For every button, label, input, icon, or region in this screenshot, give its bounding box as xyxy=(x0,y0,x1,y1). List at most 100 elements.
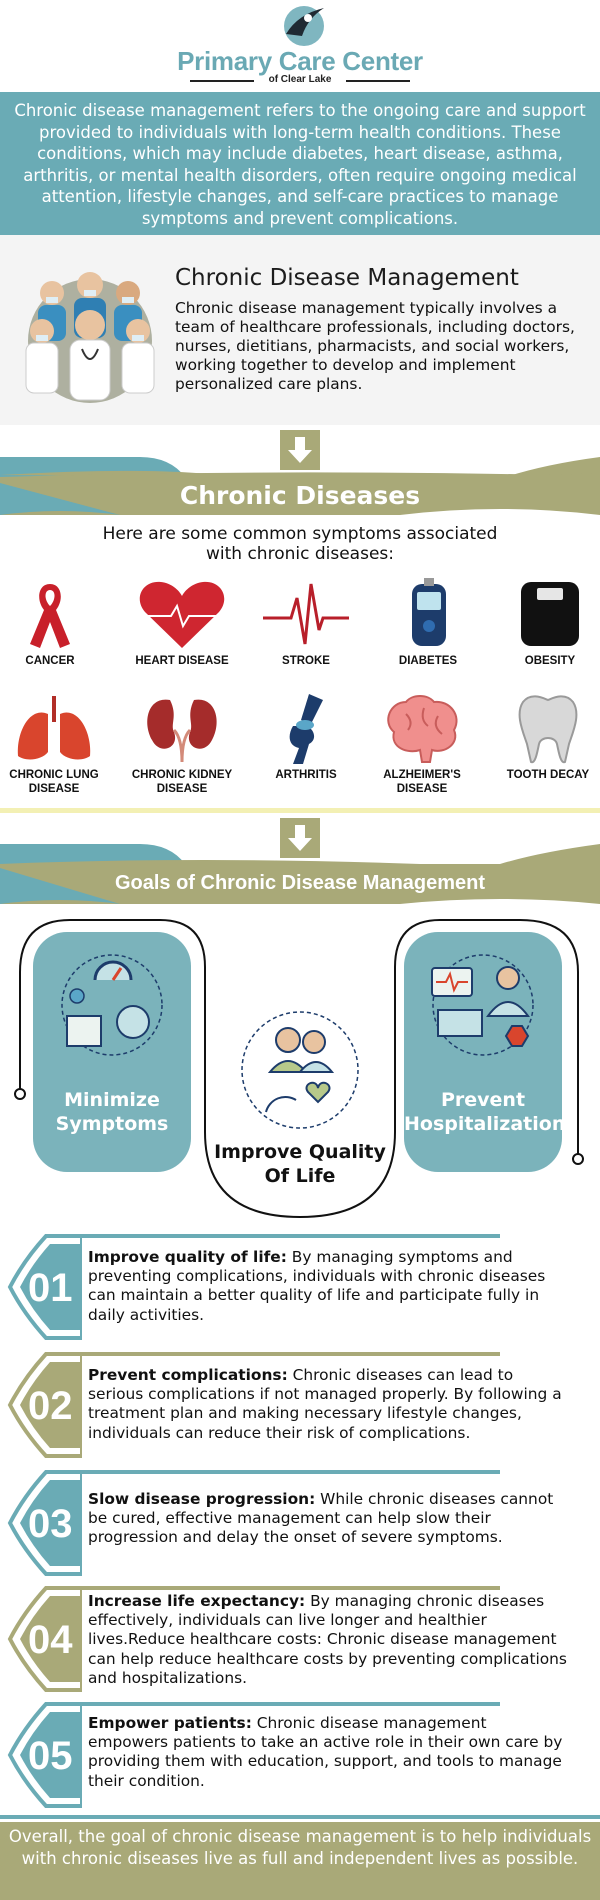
footer-panel: Overall, the goal of chronic disease man… xyxy=(0,1822,600,1900)
disease-lung: CHRONIC LUNG DISEASE xyxy=(0,692,112,796)
disease-arthritis: ARTHRITIS xyxy=(248,692,364,782)
heart-icon xyxy=(139,581,225,648)
medical-team-icon xyxy=(25,272,155,403)
goal-line: Improve Quality xyxy=(214,1141,386,1163)
disease-tooth: TOOTH DECAY xyxy=(490,692,600,782)
hospitalization-icon xyxy=(431,954,534,1056)
logo-icon xyxy=(284,6,324,46)
list-item: 02 Prevent complications: Chronic diseas… xyxy=(0,1350,600,1462)
disease-label: ALZHEIMER'S DISEASE xyxy=(383,769,461,795)
goal-line: Prevent xyxy=(440,1089,526,1111)
disease-stroke: STROKE xyxy=(248,578,364,668)
quality-of-life-icon xyxy=(241,1011,359,1129)
item-body: Chronic disease management empowers pati… xyxy=(88,1714,563,1790)
disease-label: CANCER xyxy=(25,655,75,667)
item-number: 01 xyxy=(28,1266,73,1310)
number-badge xyxy=(7,1470,82,1576)
intro-panel: Chronic disease management refers to the… xyxy=(0,92,600,235)
item-top-line xyxy=(76,1702,500,1706)
footer-text: Overall, the goal of chronic disease man… xyxy=(8,1827,592,1868)
item-title: Prevent complications: xyxy=(88,1366,288,1384)
disease-kidney: CHRONIC KIDNEY DISEASE xyxy=(124,692,240,796)
brain-icon xyxy=(387,695,458,763)
cdm-title: Chronic Disease Management xyxy=(175,265,519,291)
cdm-panel: Chronic Disease Management Chronic disea… xyxy=(0,235,600,425)
kidneys-icon xyxy=(147,699,217,763)
diseases-title: Chronic Diseases xyxy=(179,481,421,510)
tooth-icon xyxy=(518,695,578,764)
item-text: Slow disease progression: While chronic … xyxy=(88,1490,568,1548)
item-top-line xyxy=(76,1234,500,1238)
disease-cancer: CANCER xyxy=(0,578,108,668)
item-body: While chronic diseases cannot be cured, … xyxy=(88,1490,554,1547)
glucometer-icon xyxy=(412,578,446,646)
item-title: Slow disease progression: xyxy=(88,1490,316,1508)
item-body: Chronic diseases can lead to serious com… xyxy=(88,1366,562,1442)
disease-heart: HEART DISEASE xyxy=(124,578,240,668)
number-badge xyxy=(7,1702,82,1808)
ecg-icon xyxy=(263,583,349,645)
diseases-banner xyxy=(0,457,600,515)
item-title: Improve quality of life: xyxy=(88,1248,287,1266)
arrow-down-icon xyxy=(288,825,312,851)
disease-alzheimers: ALZHEIMER'S DISEASE xyxy=(364,692,480,796)
logo-subtitle: of Clear Lake xyxy=(268,74,332,85)
goal-improve-quality xyxy=(230,1000,370,1140)
logo-title: Primary Care Center xyxy=(177,46,423,76)
disease-label: ARTHRITIS xyxy=(275,769,337,781)
item-top-line xyxy=(76,1352,500,1356)
ribbon-icon xyxy=(30,584,70,648)
goal-label-prevent: Prevent Hospitalization xyxy=(404,1088,566,1136)
goal-card-minimize-symptoms: Minimize Symptoms xyxy=(33,932,191,1172)
item-text: Improve quality of life: By managing sym… xyxy=(88,1248,568,1325)
list-item: 01 Improve quality of life: By managing … xyxy=(0,1232,600,1344)
symptoms-intro: Here are some common symptoms associated… xyxy=(0,524,600,564)
disease-label: TOOTH DECAY xyxy=(506,769,590,781)
goal-line: Symptoms xyxy=(55,1113,169,1135)
item-title: Empower patients: xyxy=(88,1714,252,1732)
item-text: Prevent complications: Chronic diseases … xyxy=(88,1366,568,1443)
item-number: 02 xyxy=(28,1384,73,1428)
footer-divider xyxy=(0,1815,600,1819)
item-top-line xyxy=(76,1586,500,1590)
logo-divider-left xyxy=(190,80,254,82)
lungs-icon xyxy=(17,696,91,760)
item-body: By managing symptoms and preventing comp… xyxy=(88,1248,546,1324)
disease-label: STROKE xyxy=(282,655,330,667)
disease-obesity: OBESITY xyxy=(492,578,600,668)
number-badge xyxy=(7,1352,82,1458)
number-badge xyxy=(7,1586,82,1692)
knee-joint-icon xyxy=(289,694,323,764)
intro-text: Chronic disease management refers to the… xyxy=(14,101,586,228)
disease-label: CHRONIC LUNG DISEASE xyxy=(9,769,99,795)
goal-line: Hospitalization xyxy=(404,1113,566,1135)
item-number: 05 xyxy=(28,1734,73,1778)
disease-label: CHRONIC KIDNEY DISEASE xyxy=(131,769,233,795)
logo-divider-right xyxy=(346,80,410,82)
list-item: 03 Slow disease progression: While chron… xyxy=(0,1468,600,1580)
goal-line: Of Life xyxy=(264,1165,336,1187)
down-arrow-1 xyxy=(280,430,320,470)
disease-diabetes: DIABETES xyxy=(370,578,486,668)
symptoms-intro-line-1: Here are some common symptoms associated xyxy=(102,524,498,544)
scale-icon xyxy=(521,582,579,646)
item-title: Increase life expectancy: xyxy=(88,1592,306,1610)
goal-line: Minimize xyxy=(64,1089,160,1111)
cdm-text: Chronic disease management typically inv… xyxy=(175,299,575,393)
section-divider xyxy=(0,808,600,813)
symptoms-icon xyxy=(61,954,163,1056)
goals-banner xyxy=(0,844,600,904)
list-item: 05 Empower patients: Chronic disease man… xyxy=(0,1700,600,1812)
goal-label-improve: Improve Quality Of Life xyxy=(205,1140,395,1188)
item-text: Empower patients: Chronic disease manage… xyxy=(88,1714,568,1791)
number-badge xyxy=(7,1234,82,1340)
item-body: By managing chronic diseases effectively… xyxy=(88,1592,567,1687)
list-item: 04 Increase life expectancy: By managing… xyxy=(0,1584,600,1696)
item-top-line xyxy=(76,1470,500,1474)
down-arrow-2 xyxy=(280,818,320,858)
item-number: 03 xyxy=(28,1502,73,1546)
disease-label: DIABETES xyxy=(398,655,458,667)
disease-label: HEART DISEASE xyxy=(135,655,229,667)
header: Primary Care Center of Clear Lake xyxy=(0,0,600,92)
goal-card-prevent-hospitalization: Prevent Hospitalization xyxy=(404,932,566,1172)
